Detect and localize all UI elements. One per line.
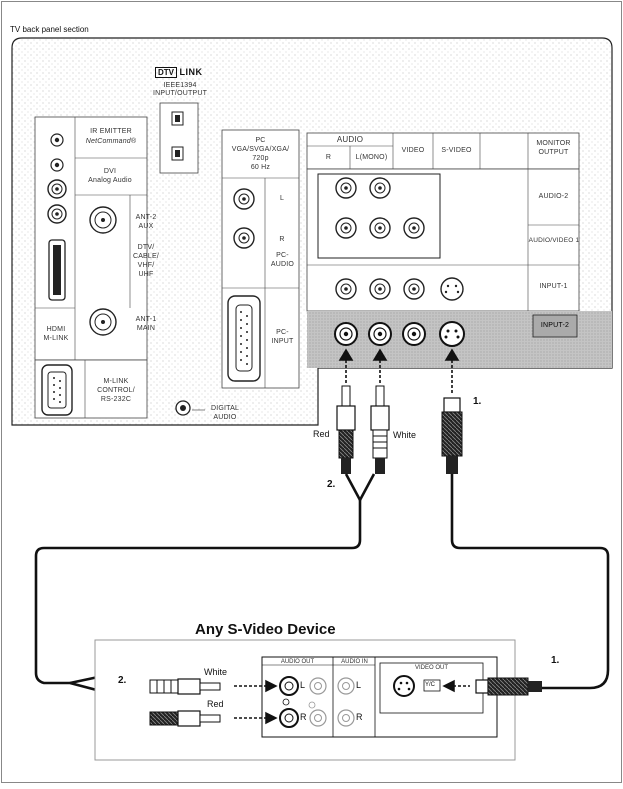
pc-l-label: L — [279, 195, 285, 202]
rca-plug-red-device — [149, 710, 221, 727]
av1-jacks — [335, 217, 425, 239]
audio-2-jacks — [335, 177, 391, 199]
pc-label-4: 60 Hz — [250, 164, 271, 171]
pc-audio-label-2: AUDIO — [270, 261, 295, 268]
step-2-label: 2. — [327, 479, 336, 490]
audio-r-header: R — [325, 154, 332, 161]
pc-label-2: VGA/SVGA/XGA/ — [231, 146, 290, 153]
rca-plug-white — [370, 385, 390, 474]
device-red-label: Red — [207, 699, 224, 709]
monitor-output-label-2: OUTPUT — [538, 149, 569, 156]
main-label: MAIN — [136, 325, 156, 332]
step-1-label: 1. — [473, 396, 482, 407]
row-audio-video-1: AUDIO/VIDEO 1 — [528, 237, 580, 244]
m-link-label: M-LINK — [43, 335, 69, 342]
device-step-2-label: 2. — [118, 675, 127, 686]
dtv-logo-box: DTV — [155, 67, 177, 78]
aux-label: AUX — [138, 223, 154, 230]
cable-red-label: Red — [313, 429, 330, 439]
pc-audio-label-1: PC- — [276, 252, 289, 259]
device-in-l-label: L — [356, 680, 362, 690]
svideo-plug-tv — [441, 397, 463, 474]
link-logo-word: LINK — [179, 67, 203, 77]
rca-plug-white-device — [149, 678, 221, 695]
digital-audio-label-1: DIGITAL — [210, 405, 240, 412]
device-video-out-label: VIDEO OUT — [414, 665, 448, 671]
netcommand-label: NetCommand® — [85, 138, 137, 145]
vhf-label: VHF/ — [137, 262, 155, 269]
device-yc-label: Y/C — [425, 682, 436, 688]
ieee-label-2: INPUT/OUTPUT — [152, 90, 208, 97]
dtv-link-logo: DTV LINK — [155, 67, 203, 78]
pc-input-label-2: INPUT — [271, 338, 294, 345]
dvi-label: DVI — [103, 168, 117, 175]
uhf-label: UHF — [138, 271, 154, 278]
device-in-r-label: R — [356, 712, 363, 722]
input-1-jacks — [335, 277, 464, 301]
device-audio-in-label: AUDIO IN — [341, 659, 368, 665]
pc-label-3: 720p — [252, 155, 269, 162]
row-input-1: INPUT-1 — [539, 283, 568, 290]
row-audio-2: AUDIO-2 — [538, 193, 569, 200]
input-2-jacks — [334, 321, 465, 347]
device-audio-out-label: AUDIO OUT — [280, 659, 315, 665]
digital-audio-label-2: AUDIO — [213, 414, 237, 421]
device-white-label: White — [204, 667, 228, 677]
svideo-plug-device — [475, 677, 542, 696]
ant1-label: ANT-1 — [135, 316, 157, 323]
mlink-control-label-3: RS-232C — [100, 396, 132, 403]
monitor-output-label-1: MONITOR — [536, 140, 571, 147]
device-out-r-label: R — [300, 712, 307, 722]
video-header: VIDEO — [401, 147, 425, 154]
panel-title: TV back panel section — [10, 25, 89, 34]
insertion-arrows — [338, 348, 460, 393]
dtv-label: DTV/ — [137, 244, 155, 251]
device-out-l-label: L — [300, 680, 306, 690]
ant2-label: ANT-2 — [135, 214, 157, 221]
av-header-block — [306, 132, 580, 170]
rca-plug-red — [336, 385, 356, 474]
device-step-1-label: 1. — [551, 655, 560, 666]
pc-label-1: PC — [255, 137, 266, 144]
s-video-header: S-VIDEO — [441, 147, 472, 154]
device-title: Any S-Video Device — [195, 621, 336, 638]
ir-emitter-label: IR EMITTER — [90, 128, 132, 135]
row-input-2: INPUT-2 — [540, 322, 570, 329]
audio-header: AUDIO — [336, 135, 364, 144]
cable-label: CABLE/ — [132, 253, 160, 260]
ieee-label-1: IEEE1394 — [163, 82, 197, 89]
mlink-control-label-1: M-LINK — [103, 378, 129, 385]
pc-r-label: R — [279, 236, 285, 243]
mlink-control-label-2: CONTROL/ — [97, 387, 135, 394]
analog-audio-label: Analog Audio — [88, 177, 132, 184]
cable-white-label: White — [393, 430, 417, 440]
hdmi-label: HDMI — [46, 326, 66, 333]
audio-l-header: L(MONO) — [355, 154, 388, 161]
pc-input-label-1: PC- — [276, 329, 289, 336]
